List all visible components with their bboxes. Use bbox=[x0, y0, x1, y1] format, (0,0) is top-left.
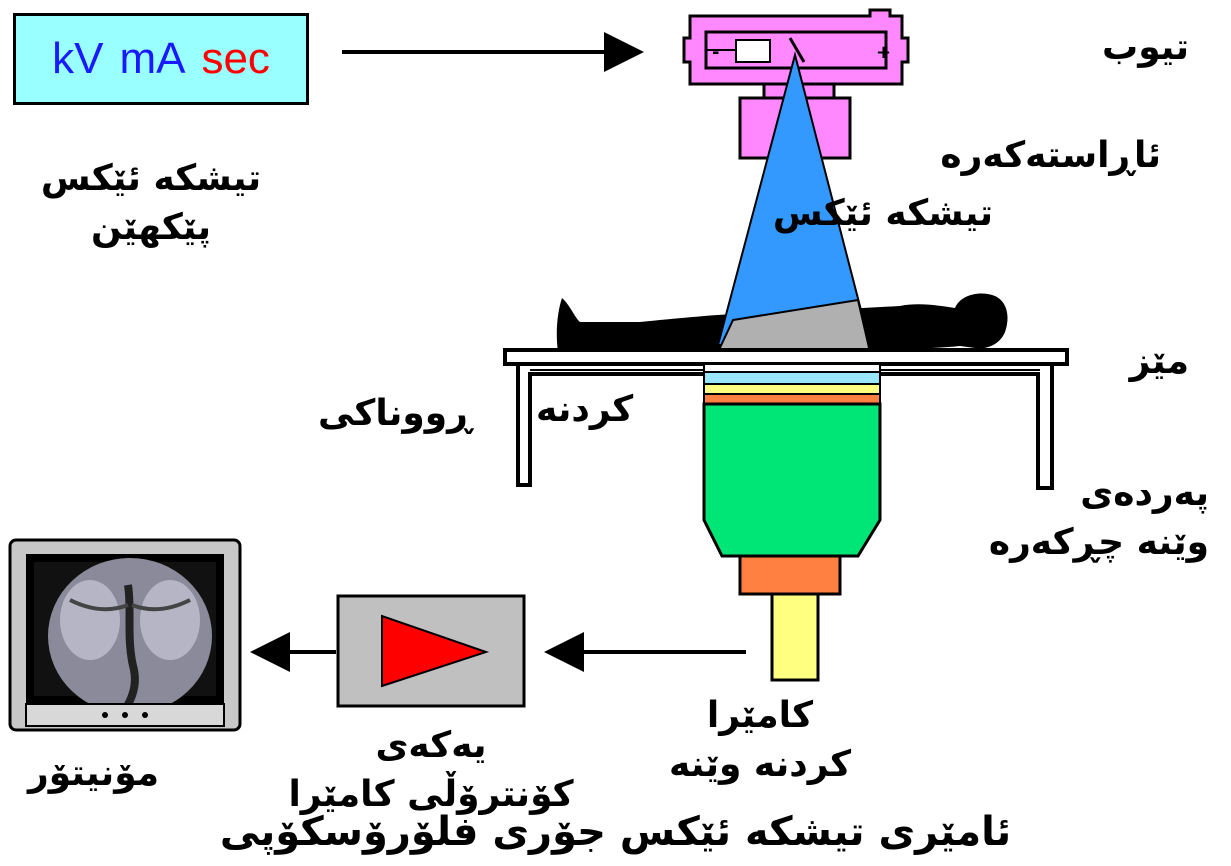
camera-label-line2: کردنە وێنە bbox=[668, 743, 852, 785]
exposure-label: تیشکە ئێکس پێکهێن bbox=[8, 155, 294, 252]
diagram-title: ئامێری تیشکە ئێکس جۆری فلۆرۆسکۆپی bbox=[219, 809, 1012, 855]
svg-text:-: - bbox=[712, 42, 719, 63]
monitor-label: مۆنیتۆر bbox=[28, 753, 160, 794]
lighting-verb-label: کردنە bbox=[536, 389, 634, 430]
sec-label: sec bbox=[201, 34, 270, 83]
intensifier-label-line1: پەردەی bbox=[1080, 473, 1209, 514]
table-label: مێز bbox=[1129, 341, 1189, 382]
intensifier-label: پەردەی وێنە چڕکەرە bbox=[989, 470, 1209, 567]
exposure-settings-box: kV mA sec bbox=[13, 13, 309, 105]
tube-label: تیوب bbox=[1102, 27, 1189, 68]
collimator-label: ئاڕاستەکەرە bbox=[940, 135, 1161, 176]
exposure-label-line2: پێکهێن bbox=[91, 206, 212, 248]
triangle-icon bbox=[381, 614, 490, 688]
monitor bbox=[8, 538, 242, 732]
camera-control-unit bbox=[336, 594, 526, 708]
image-intensifier bbox=[702, 363, 882, 558]
ccu-label-line1: یەکەی bbox=[375, 725, 487, 766]
exposure-label-line1: تیشکە ئێکس bbox=[40, 158, 262, 199]
xray-tube: + - bbox=[682, 8, 910, 86]
lighting-label: ڕووناکی bbox=[318, 393, 472, 434]
xray-beam-label: تیشکە ئێکس bbox=[772, 193, 993, 234]
camera-label: کامێرا کردنە وێنە bbox=[604, 692, 916, 789]
ccu-label: یەکەی کۆنترۆڵی کامێرا bbox=[266, 722, 596, 819]
ccu-label-line2: کۆنترۆڵی کامێرا bbox=[288, 773, 574, 815]
ma-label: mA bbox=[119, 34, 186, 83]
kv-label: kV bbox=[52, 34, 104, 83]
camera bbox=[738, 554, 842, 682]
intensifier-label-line2: وێنە چڕکەرە bbox=[988, 521, 1209, 563]
camera-label-line1: کامێرا bbox=[706, 695, 814, 736]
svg-text:+: + bbox=[876, 42, 891, 63]
